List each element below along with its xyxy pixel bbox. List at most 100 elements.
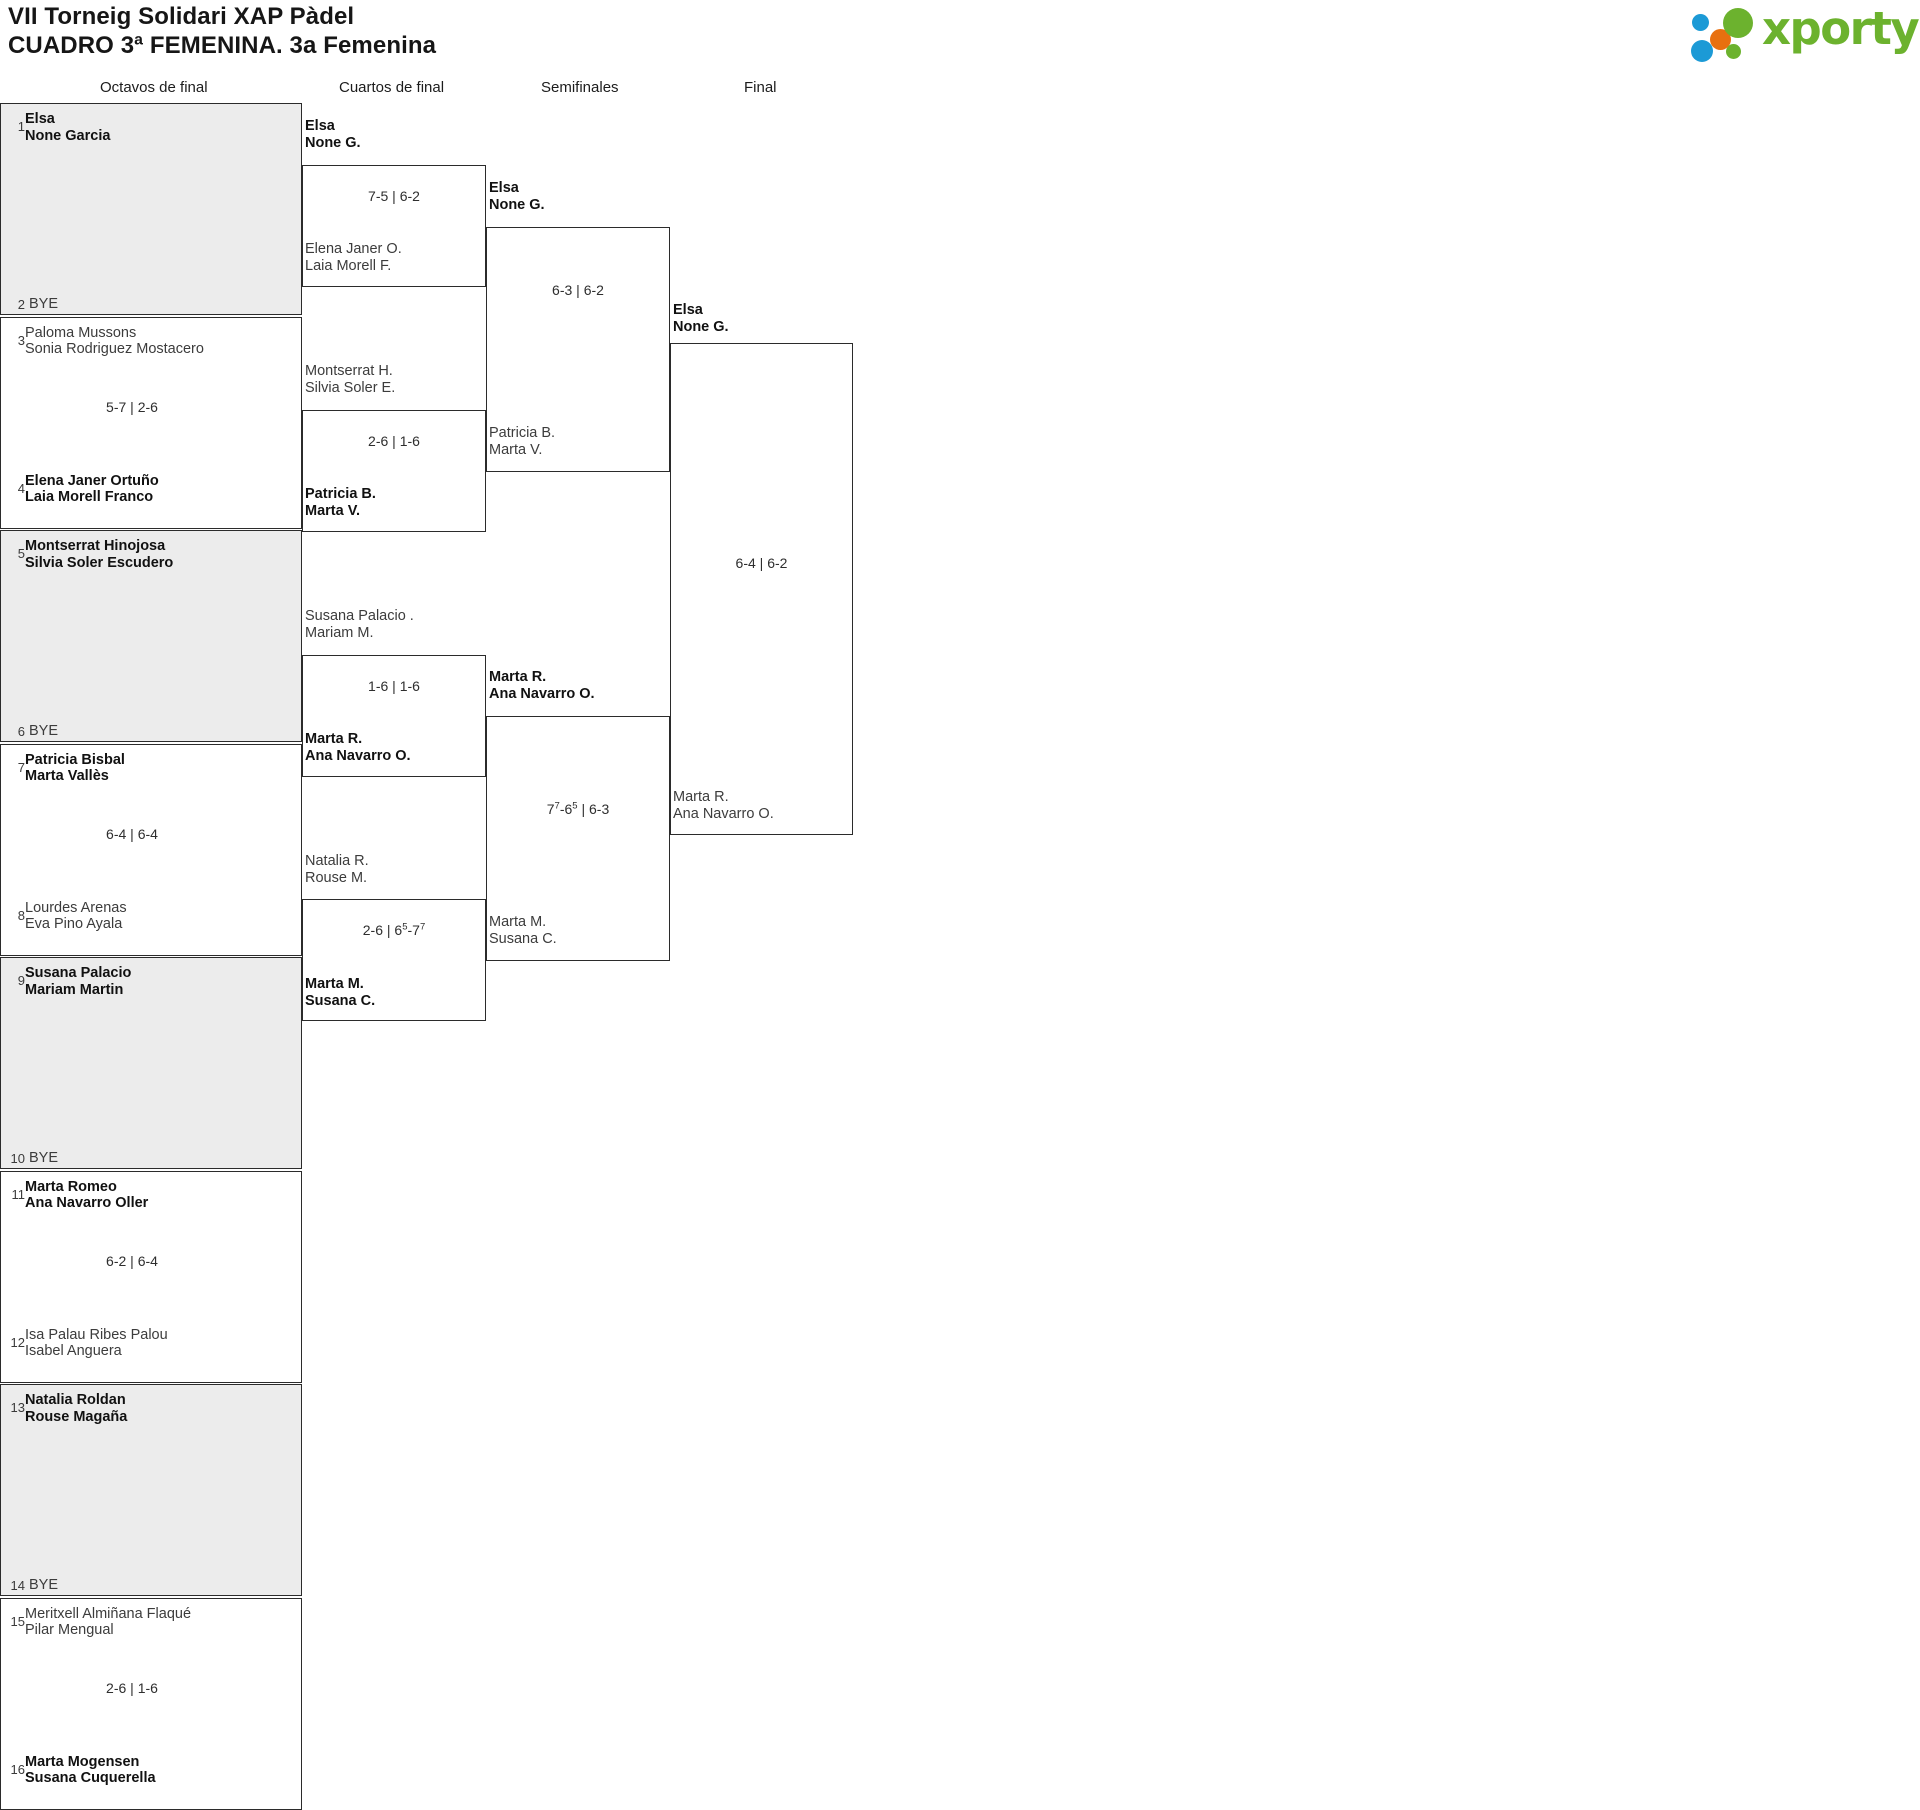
match-score: 6-2 | 6-4 (106, 1252, 158, 1269)
player-name-1: Marta M. (489, 914, 547, 930)
player-name-1: Marta R. (305, 731, 363, 747)
round3-match-1[interactable] (486, 227, 670, 472)
player-name-1: Elena Janer Ortuño (25, 472, 159, 489)
match-score: 77-65 | 6-3 (546, 800, 610, 817)
round2-match-4[interactable] (302, 899, 486, 1021)
advancing-pair: Marta R.Ana Navarro O. (673, 789, 774, 822)
seed-number: 1 (17, 119, 25, 134)
advancing-pair: Marta M.Susana C. (489, 914, 557, 947)
match-score: 2-6 | 1-6 (368, 433, 420, 449)
player-name-1: Montserrat Hinojosa (25, 538, 166, 554)
player-name-1: Natalia Roldan (25, 1392, 126, 1408)
player-name-1: Marta Romeo (25, 1178, 117, 1195)
player-name-2: Mariam M. (305, 624, 374, 641)
seed-number: 12 (10, 1334, 25, 1350)
player-name-2: Isabel Anguera (25, 1343, 122, 1359)
player-name-2: Laia Morell F. (305, 257, 392, 274)
player-name-1: Susana Palacio . (305, 608, 414, 624)
seed-number: 4 (17, 480, 25, 496)
round-header-final: Final (744, 79, 777, 96)
round-header-semifinales: Semifinales (541, 79, 619, 96)
player-name-2: Silvia Soler Escudero (25, 554, 174, 571)
player-name-1: Elsa (25, 111, 55, 127)
match-score: 7-5 | 6-2 (368, 188, 420, 204)
player-name-2: Silvia Soler E. (305, 379, 396, 396)
round2-match-2[interactable] (302, 410, 486, 532)
match-score: 1-6 | 1-6 (368, 678, 420, 694)
player-name-1: Marta R. (489, 669, 547, 685)
seed-number: 8 (17, 907, 25, 923)
player-name-2: Susana Cuquerella (25, 1770, 156, 1786)
match-score: 2-6 | 65-77 (362, 921, 426, 938)
player-name-1: Marta M. (305, 976, 364, 992)
player-name-2: None G. (673, 318, 729, 335)
seed-number: 9 (17, 973, 25, 988)
player-name-2: None Garcia (25, 127, 111, 144)
advancing-pair: Natalia R.Rouse M. (305, 853, 369, 886)
player-name-1: Meritxell Almiñana Flaqué (25, 1605, 192, 1622)
player-name-2: Marta V. (489, 441, 543, 458)
advancing-pair: Patricia B.Marta V. (489, 425, 555, 458)
player-name-2: Pilar Mengual (25, 1622, 114, 1638)
player-name-2: Rouse Magaña (25, 1408, 128, 1425)
logo-dot-blue-large (1691, 40, 1713, 62)
round2-match-3[interactable] (302, 655, 486, 777)
round4-match-1[interactable] (670, 343, 853, 835)
player-name-1: Montserrat H. (305, 363, 393, 379)
player-name-1: Marta R. (673, 789, 729, 805)
seed-number: 2 (17, 297, 25, 312)
player-name-2: Laia Morell Franco (25, 489, 154, 505)
seed-number: 7 (17, 759, 25, 775)
round3-match-2[interactable] (486, 716, 670, 961)
player-name-1: Susana Palacio (25, 965, 132, 981)
player-name-1: Natalia R. (305, 853, 369, 869)
player-name-1: Marta Mogensen (25, 1753, 140, 1770)
player-name-2: Marta Vallès (25, 768, 109, 784)
player-name-2: Susana C. (305, 992, 376, 1009)
bye-label: BYE (29, 1150, 59, 1166)
player-name-2: Sonia Rodriguez Mostacero (25, 341, 204, 357)
bye-label: BYE (29, 1577, 59, 1593)
advancing-pair: Susana Palacio .Mariam M. (305, 608, 414, 641)
round2-match-1[interactable] (302, 165, 486, 287)
seed-number: 15 (10, 1613, 25, 1629)
player-name-1: Paloma Mussons (25, 324, 137, 341)
logo-dot-orange (1710, 29, 1731, 50)
player-name-1: Elena Janer O. (305, 241, 402, 257)
player-name-1: Lourdes Arenas (25, 899, 127, 916)
player-name-1: Isa Palau Ribes Palou (25, 1326, 168, 1343)
round-header-cuartos: Cuartos de final (339, 79, 445, 96)
logo-dot-green-small (1726, 44, 1741, 59)
bye-label: BYE (29, 723, 59, 739)
player-name-1: Elsa (673, 302, 703, 318)
seed-number: 5 (17, 546, 25, 561)
tournament-name: VII Torneig Solidari XAP Pàdel (8, 3, 355, 30)
bye-label: BYE (29, 296, 59, 312)
player-name-1: Patricia Bisbal (25, 751, 125, 768)
advancing-pair: Marta R.Ana Navarro O. (489, 669, 595, 702)
player-name-1: Elsa (489, 180, 519, 196)
match-score: 6-4 | 6-4 (106, 825, 158, 842)
xporty-logo[interactable]: xporty (1690, 2, 1920, 62)
round-header-octavos: Octavos de final (100, 79, 208, 96)
